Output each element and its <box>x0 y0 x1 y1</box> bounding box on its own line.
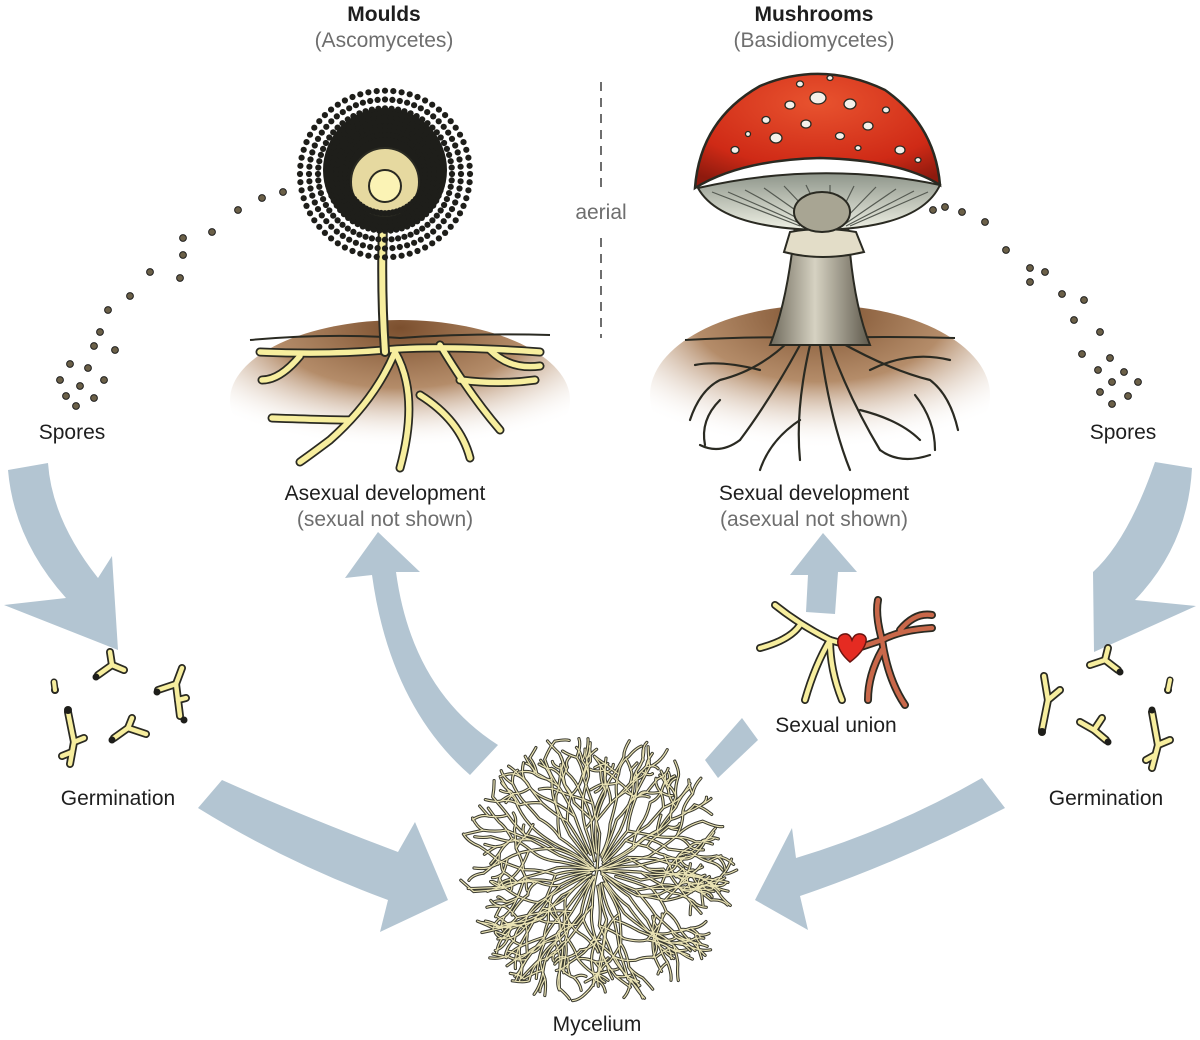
germinating-spores-right <box>1038 644 1174 772</box>
sexual-development-note: (asexual not shown) <box>720 508 908 531</box>
heart-icon <box>837 633 867 663</box>
spore-trail-right <box>929 203 1142 408</box>
mushrooms-subtitle: (Basidiomycetes) <box>733 29 895 52</box>
spore-trail-left <box>56 188 287 410</box>
mycelium-label: Mycelium <box>552 1013 642 1036</box>
moulds-subtitle: (Ascomycetes) <box>314 29 454 52</box>
arrow-spores-to-germination-right <box>1093 462 1196 652</box>
sexual-union-hyphae <box>756 596 936 709</box>
arrow-spores-to-germination-left <box>4 463 118 650</box>
arrow-germination-to-mycelium-right <box>755 778 1005 930</box>
sexual-union-label: Sexual union <box>775 714 897 737</box>
cycle-arrows <box>4 462 1196 932</box>
arrow-mycelium-to-sexual-union <box>705 718 758 778</box>
arrow-union-to-sexual-development <box>790 533 857 614</box>
asexual-development-label: Asexual development <box>284 482 486 505</box>
mushroom-icon <box>650 72 990 485</box>
spores-right-label: Spores <box>1089 421 1157 444</box>
arrow-mycelium-to-asexual <box>345 532 498 775</box>
spores-left-label: Spores <box>38 421 106 444</box>
sexual-development-label: Sexual development <box>718 482 910 505</box>
germination-left-label: Germination <box>60 787 176 810</box>
mushrooms-title: Mushrooms <box>754 3 874 26</box>
moulds-title: Moulds <box>347 3 421 26</box>
arrow-germination-to-mycelium-left <box>198 780 448 932</box>
aerial-label: aerial <box>575 201 627 224</box>
germinating-spores-left <box>50 648 190 768</box>
mould-conidiophore-icon <box>230 87 570 480</box>
asexual-development-note: (sexual not shown) <box>296 508 474 531</box>
germination-right-label: Germination <box>1048 787 1164 810</box>
mycelium-icon <box>459 737 739 1003</box>
